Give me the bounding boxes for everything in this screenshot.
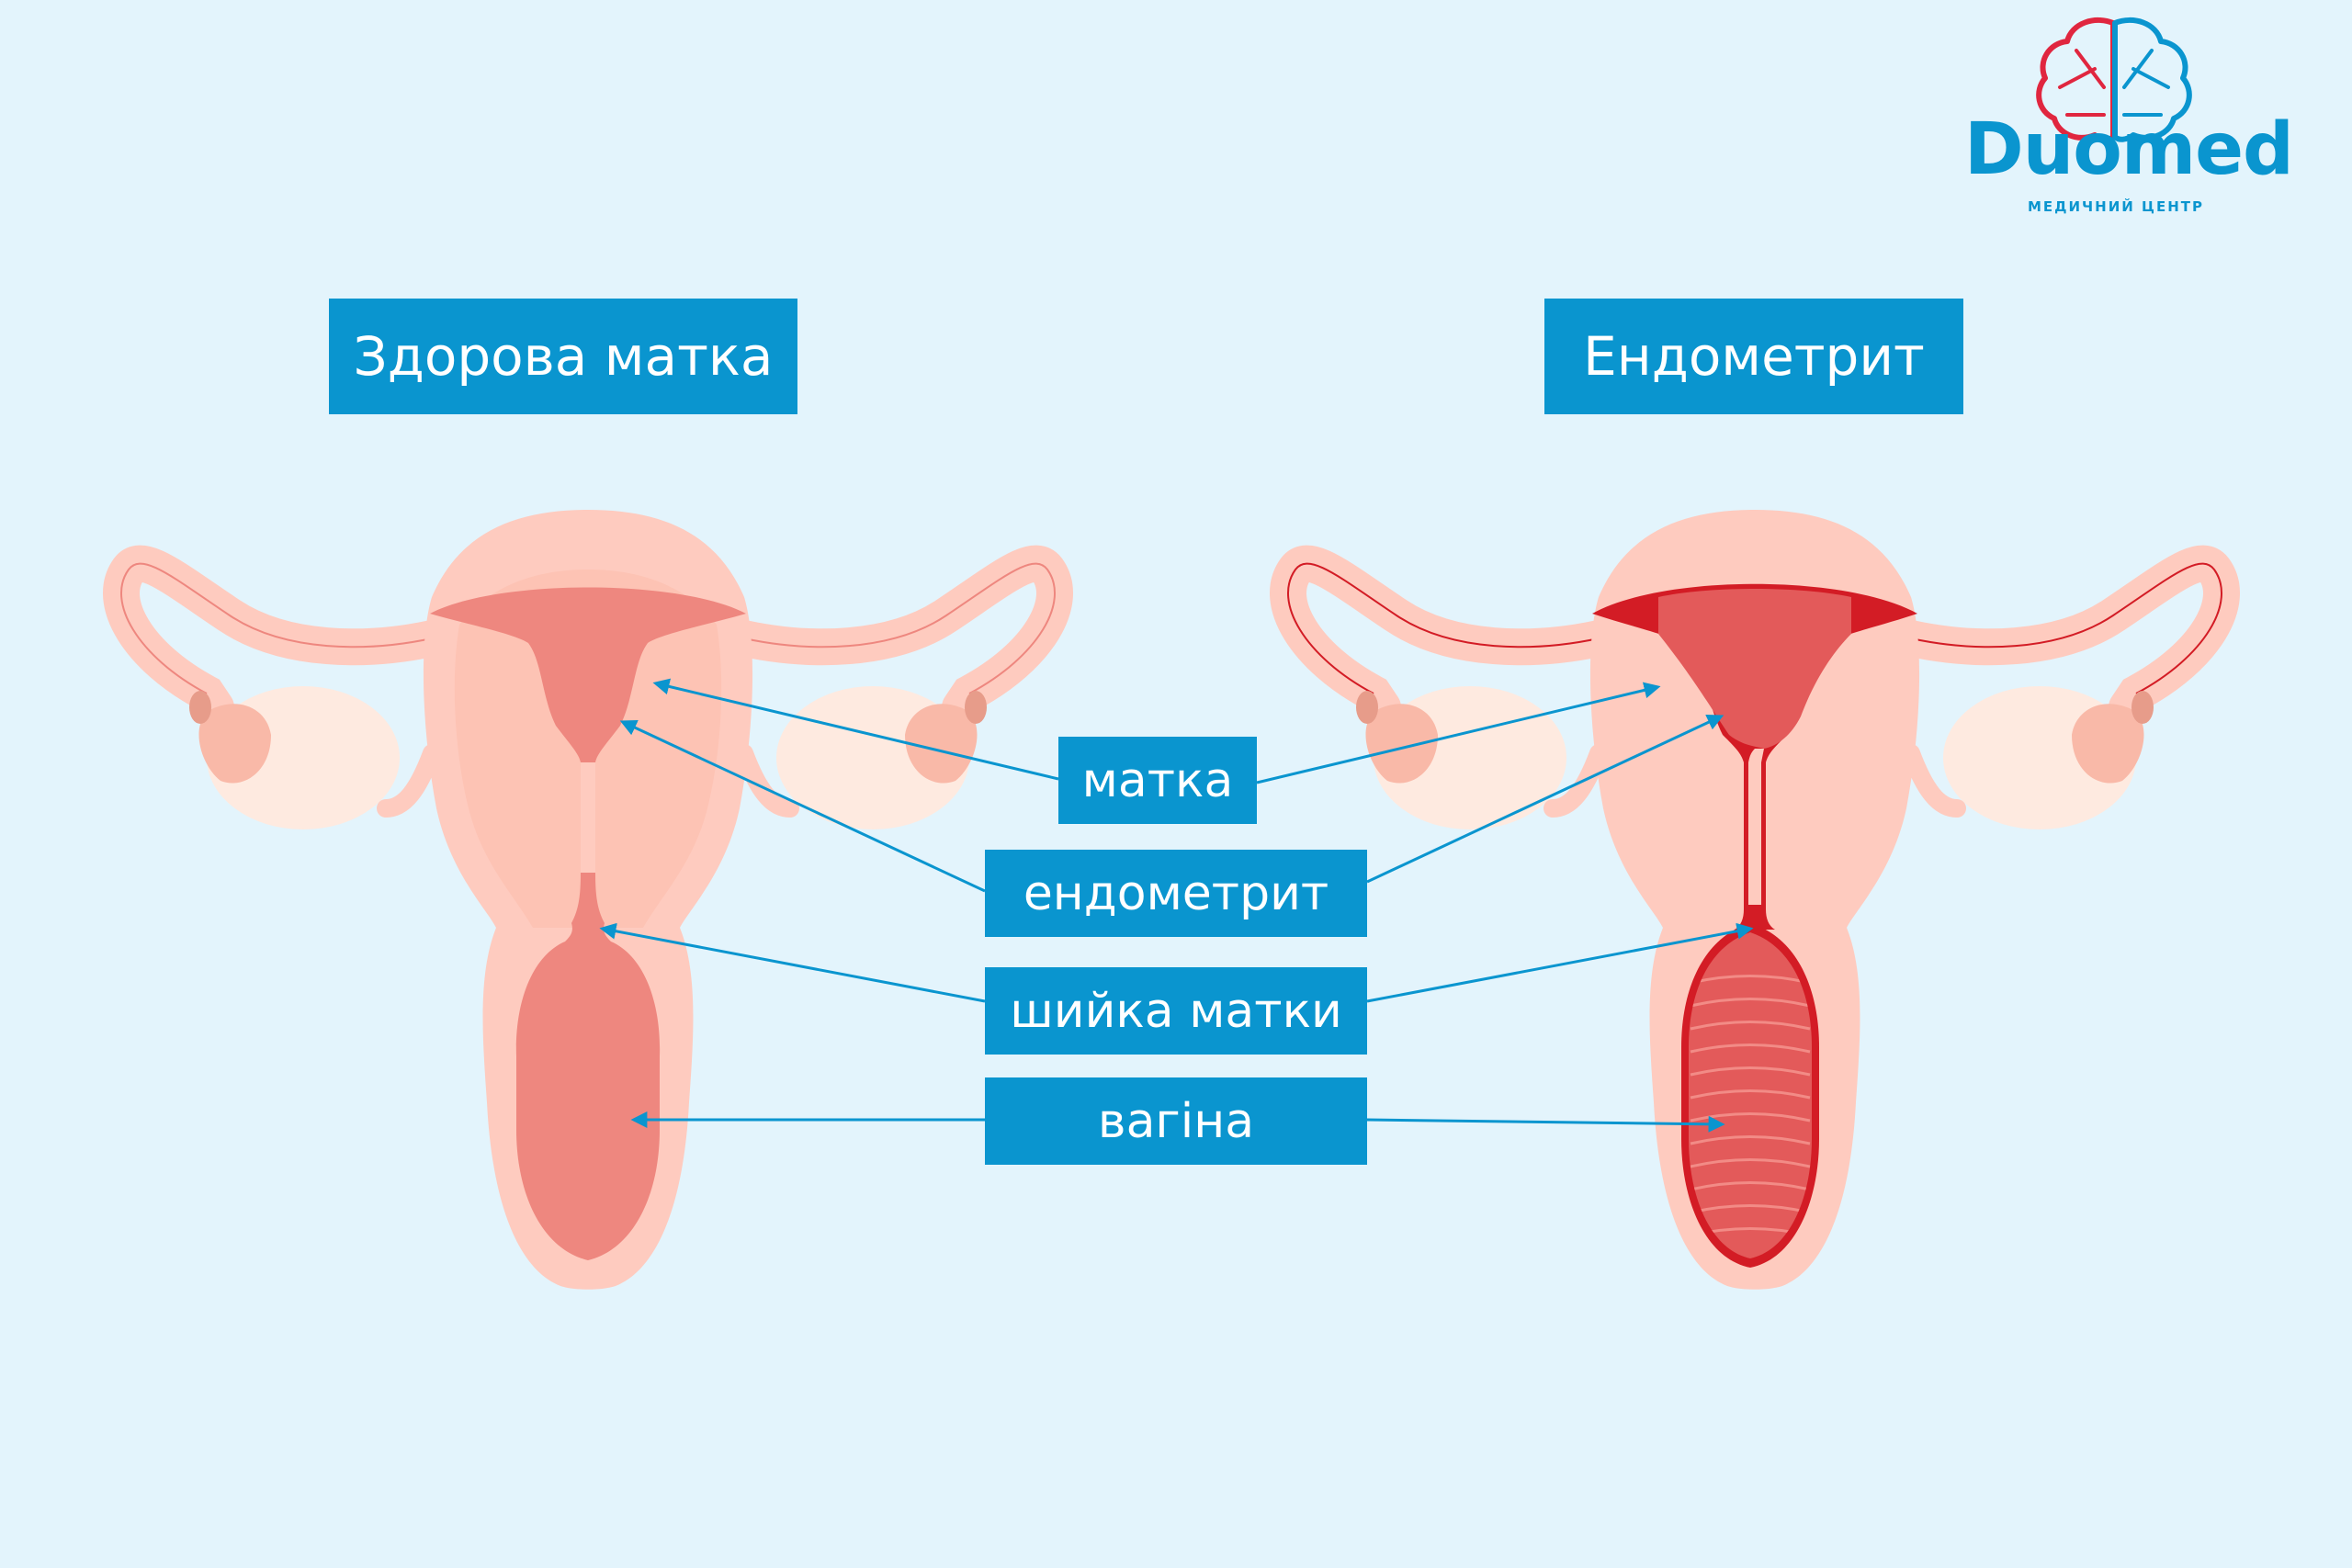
label-cervix: шийка матки	[985, 967, 1367, 1055]
healthy-uterus-illustration	[103, 510, 1073, 1290]
arrow-endometrium-left	[619, 719, 986, 893]
label-uterus: матка	[1058, 737, 1257, 824]
right-fallopian-tube-disease	[1893, 545, 2240, 726]
arrow-vagina-right	[1366, 1115, 1725, 1133]
brain-icon	[2036, 17, 2192, 142]
right-fallopian-tube	[726, 545, 1073, 726]
title-endometritis: Ендометрит	[1544, 299, 1963, 414]
left-fallopian-tube	[103, 545, 450, 726]
brand-name: Duomed	[1964, 108, 2294, 191]
arrow-uterus-right	[1256, 682, 1661, 784]
brand-subtitle: МЕДИЧНИЙ ЦЕНТР	[2027, 198, 2205, 215]
label-endometrium: ендометрит	[985, 850, 1367, 937]
disease-uterus-illustration	[1270, 510, 2240, 1290]
title-healthy-uterus: Здорова матка	[329, 299, 797, 414]
left-fallopian-tube-disease	[1270, 545, 1617, 726]
inflamed-cavity	[1658, 589, 1851, 749]
duomed-logo	[2036, 17, 2192, 142]
connector-arrows	[599, 678, 1754, 1133]
arrow-cervix-left	[599, 922, 986, 1003]
label-vagina: вагіна	[985, 1077, 1367, 1165]
arrow-cervix-right	[1366, 922, 1754, 1003]
arrow-endometrium-right	[1366, 714, 1724, 884]
arrow-uterus-left	[652, 678, 1059, 781]
healthy-uterine-cavity	[430, 587, 746, 1260]
